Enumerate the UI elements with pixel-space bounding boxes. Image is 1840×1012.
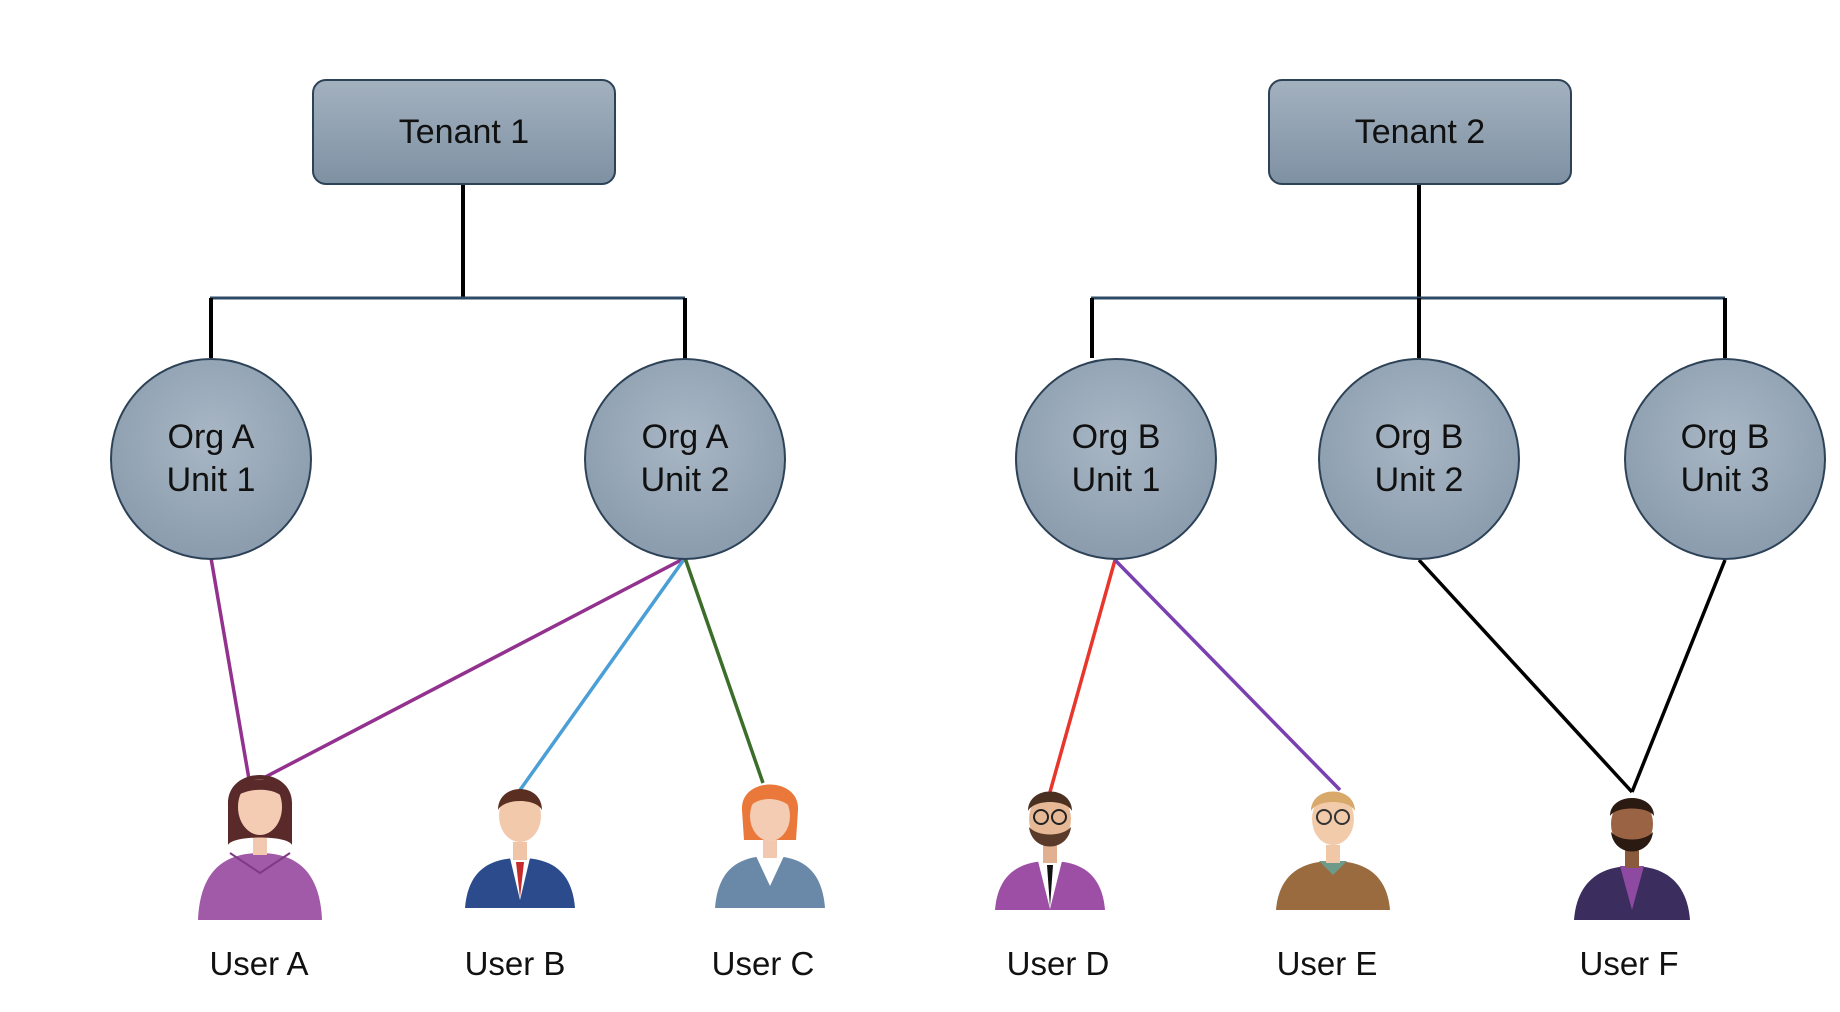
user-c-label: User C	[711, 945, 815, 982]
org-b-unit-1-node: Org B Unit 1	[1015, 358, 1217, 560]
tenant-1-node: Tenant 1	[312, 79, 616, 185]
org-label-line1: Org A	[167, 418, 255, 456]
tenant-2-label: Tenant 2	[1354, 112, 1486, 151]
org-b-unit-3-node: Org B Unit 3	[1624, 358, 1826, 560]
link-b-unit3-userF	[1630, 559, 1727, 793]
user-f-label: User F	[1579, 945, 1679, 982]
org-label-line1: Org B	[1680, 418, 1770, 456]
org-b-unit-2-node: Org B Unit 2	[1318, 358, 1520, 560]
org-a-unit-1-node: Org A Unit 1	[110, 358, 312, 560]
org-label-line1: Org B	[1374, 418, 1464, 456]
link-a-unit2-userA	[249, 556, 686, 787]
link-b-unit1-userE	[1113, 558, 1342, 792]
user-b-label: User B	[464, 945, 566, 982]
org-label-line2: Unit 2	[640, 461, 730, 499]
user-a-label: User A	[209, 945, 309, 982]
link-a-unit1-userA	[209, 557, 252, 786]
org-label-line2: Unit 1	[166, 461, 256, 499]
org-label-line1: Org B	[1071, 418, 1161, 456]
link-b-unit1-userD	[1048, 559, 1117, 793]
org-label-line2: Unit 3	[1680, 461, 1770, 499]
org-a-unit-2-node: Org A Unit 2	[584, 358, 786, 560]
org-label-line2: Unit 1	[1071, 461, 1161, 499]
org-label-line1: Org A	[641, 418, 729, 456]
tenant-1-label: Tenant 1	[398, 112, 530, 151]
user-e-label: User E	[1276, 945, 1378, 982]
link-a-unit2-userC	[683, 557, 765, 784]
org-label-line2: Unit 2	[1374, 461, 1464, 499]
tenant-2-node: Tenant 2	[1268, 79, 1572, 185]
link-b-unit2-userF	[1417, 558, 1634, 794]
user-d-label: User D	[1006, 945, 1110, 982]
link-a-unit2-userB	[518, 556, 687, 792]
